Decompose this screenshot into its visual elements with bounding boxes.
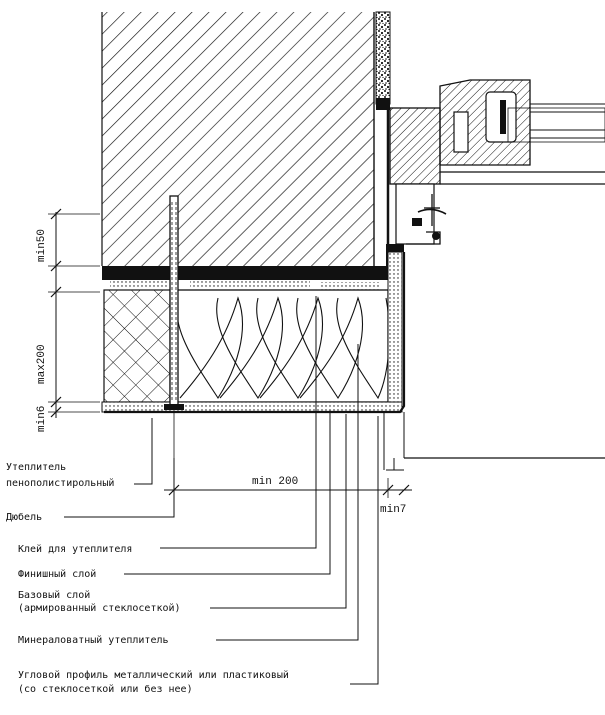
label-insulation-eps-2: пенополистирольный	[6, 477, 114, 489]
label-base-layer-2: (армированный стеклосеткой)	[18, 602, 181, 614]
label-adhesive: Клей для утеплителя	[18, 543, 132, 555]
plaster-strip	[375, 11, 391, 110]
label-insulation-eps-1: Утеплитель	[6, 462, 66, 473]
dim-max200: max200	[36, 344, 48, 384]
reveal-lines	[383, 412, 605, 471]
dim-min200: min 200	[252, 476, 298, 488]
dim-min7: min7	[380, 504, 406, 516]
label-corner-profile-2: (со стеклосеткой или без нее)	[18, 683, 193, 695]
window-sill-block	[386, 107, 441, 258]
dim-min6: min6	[36, 406, 48, 432]
dowel	[164, 195, 184, 410]
label-mineral-wool: Минераловатный утеплитель	[18, 634, 169, 646]
label-finish-layer: Финишный слой	[18, 568, 96, 580]
leader-lines	[64, 296, 379, 685]
dimension-bottom: min 200 min7	[164, 412, 412, 516]
label-base-layer-1: Базовый слой	[18, 589, 90, 601]
eps-insulation	[103, 289, 171, 403]
corner-profile	[101, 251, 406, 414]
label-dowel: Дюбель	[6, 511, 42, 523]
window-frame	[439, 79, 605, 185]
label-corner-profile-1: Угловой профиль металлический или пласти…	[18, 669, 289, 681]
callout-labels: Утеплитель пенополистирольный Дюбель Кле…	[6, 462, 289, 695]
window-drip	[406, 194, 447, 245]
dimension-left: min50 max200 min6	[36, 208, 100, 432]
mineral-wool-insulation	[173, 289, 390, 403]
dim-min50: min50	[36, 229, 48, 262]
wall-section	[101, 12, 375, 266]
